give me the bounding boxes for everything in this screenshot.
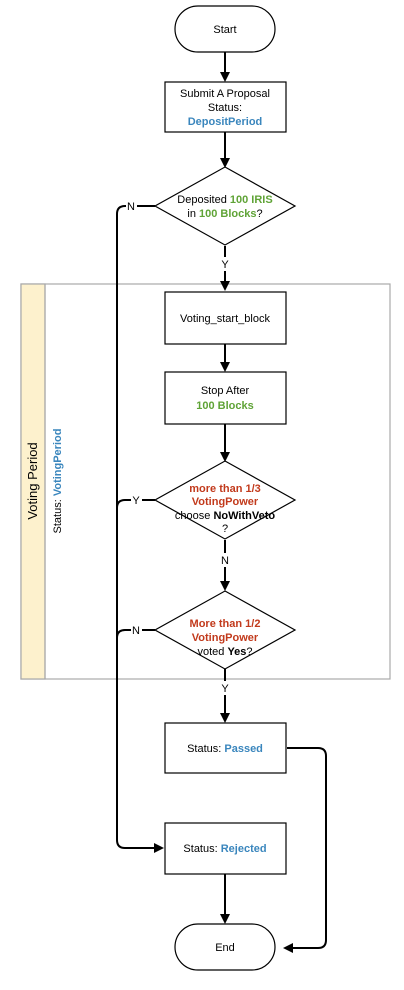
status-deposit-period: DepositPeriod bbox=[188, 116, 263, 128]
edge-deposited-rejected bbox=[116, 205, 164, 853]
svg-text:choose NoWithVeto: choose NoWithVeto bbox=[175, 510, 275, 522]
node-yes-decision: More than 1/2 VotingPower voted Yes? bbox=[153, 590, 297, 670]
label-veto-yes: Y bbox=[132, 495, 140, 507]
node-end: End bbox=[174, 923, 276, 971]
svg-text:VotingPower: VotingPower bbox=[192, 632, 259, 644]
node-stop-after: Stop After 100 Blocks bbox=[164, 371, 287, 425]
edges bbox=[116, 52, 327, 953]
svg-text:Start: Start bbox=[213, 24, 236, 36]
svg-text:Deposited 100 IRIS: Deposited 100 IRIS bbox=[177, 194, 272, 206]
lane-header bbox=[20, 283, 46, 680]
svg-text:More than 1/2: More than 1/2 bbox=[190, 618, 261, 630]
svg-text:Status: Rejected: Status: Rejected bbox=[183, 843, 266, 855]
svg-text:more than 1/3: more than 1/3 bbox=[189, 483, 261, 495]
label-yes-yes: Y bbox=[221, 683, 229, 695]
edge-yes-rejected bbox=[116, 629, 155, 639]
svg-text:?: ? bbox=[222, 523, 228, 535]
node-veto-decision: more than 1/3 VotingPower choose NoWithV… bbox=[153, 460, 297, 540]
svg-text:Voting_start_block: Voting_start_block bbox=[180, 313, 270, 325]
svg-text:End: End bbox=[215, 942, 235, 954]
svg-text:Status: Passed: Status: Passed bbox=[187, 743, 263, 755]
node-deposited-decision: Deposited 100 IRIS in 100 Blocks? bbox=[153, 166, 297, 246]
node-status-passed: Status: Passed bbox=[164, 722, 287, 774]
node-voting-start-block: Voting_start_block bbox=[164, 291, 287, 345]
svg-text:Status:: Status: bbox=[208, 102, 242, 114]
lane-status: Status: VotingPeriod bbox=[52, 429, 64, 534]
lane-title: Voting Period bbox=[25, 442, 40, 519]
svg-text:VotingPower: VotingPower bbox=[192, 496, 259, 508]
svg-text:100 Blocks: 100 Blocks bbox=[196, 400, 253, 412]
label-deposit-yes: Y bbox=[221, 259, 229, 271]
svg-text:voted Yes?: voted Yes? bbox=[197, 646, 252, 658]
edge-labels: N Y Y N N Y bbox=[126, 199, 231, 695]
label-yes-no: N bbox=[132, 625, 140, 637]
svg-text:Stop After: Stop After bbox=[201, 385, 250, 397]
edge-passed-end bbox=[283, 747, 327, 953]
label-veto-no: N bbox=[221, 555, 229, 567]
node-start: Start bbox=[174, 5, 276, 53]
edge-veto-rejected bbox=[116, 499, 155, 509]
node-status-rejected: Status: Rejected bbox=[164, 822, 287, 875]
svg-text:in 100 Blocks?: in 100 Blocks? bbox=[187, 208, 262, 220]
node-submit-proposal: Submit A Proposal Status: DepositPeriod bbox=[164, 81, 287, 133]
svg-text:Submit A Proposal: Submit A Proposal bbox=[180, 88, 270, 100]
label-deposit-no: N bbox=[127, 201, 135, 213]
